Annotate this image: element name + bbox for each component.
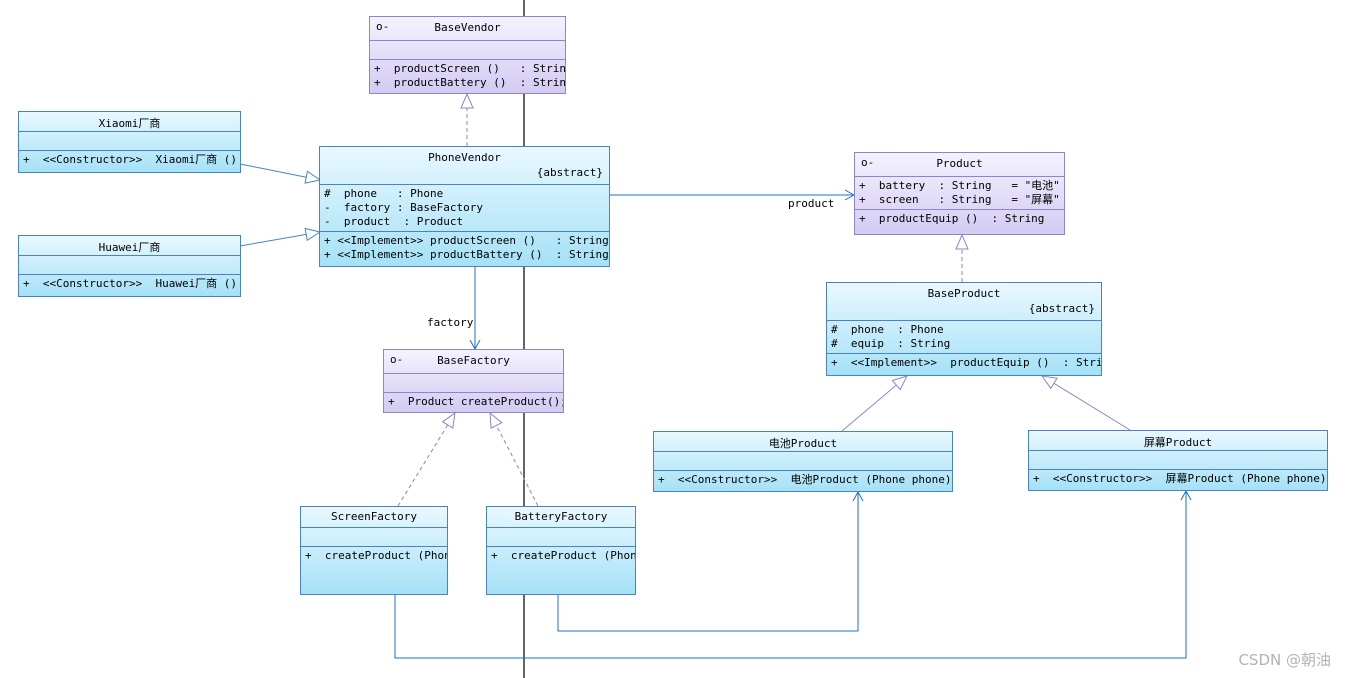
class-name: 电池Product [768,437,838,450]
operations-section: + Product createProduct(); [384,393,563,411]
class-huawei[interactable]: Huawei厂商 + <<Constructor>> Huawei厂商 () [18,235,241,297]
class-battery-product[interactable]: 电池Product + <<Constructor>> 电池Product (P… [653,431,953,492]
association-label-product: product [788,197,835,210]
class-name: BaseVendor [434,21,501,34]
operations-section: + productScreen () : String + productBat… [370,60,565,92]
class-name: 屏幕Product [1143,436,1213,449]
interface-icon: o- [861,156,875,169]
class-name: Xiaomi厂商 [98,117,161,130]
generalization-batteryproduct-baseproduct [841,376,907,432]
watermark: CSDN @朝油 [1238,651,1331,669]
operations-section: + <<Implement>> productScreen () : Strin… [320,232,609,264]
attributes-section [370,41,565,60]
operation: + Product createProduct(); [388,395,563,408]
operations-section: + productEquip () : String [855,210,1064,228]
attributes-section: # phone : Phone - factory : BaseFactory … [320,185,609,232]
attributes-section [1029,451,1327,470]
generalization-screenproduct-baseproduct [1042,376,1131,431]
attributes-section [19,132,240,151]
class-base-product[interactable]: BaseProduct {abstract} # phone : Phone #… [826,282,1102,376]
class-battery-factory[interactable]: BatteryFactory + createProduct (Phone [486,506,636,595]
realization-batteryfactory-basefactory [490,413,539,507]
class-name: BatteryFactory [514,510,608,523]
operations-section: + <<Constructor>> Huawei厂商 () [19,275,240,293]
operations-section: + createProduct (Phone [301,547,447,565]
attributes-section: + battery : String = "电池" + screen : Str… [855,177,1064,210]
realization-screenfactory-basefactory [397,413,455,507]
interface-icon: o- [390,353,404,366]
generalization-huawei-phonevendor [239,232,320,247]
attribute: # phone : Phone [831,323,944,336]
attribute: # equip : String [831,337,951,350]
class-name: BaseProduct [927,287,1001,300]
operations-section: + <<Constructor>> 屏幕Product (Phone phone… [1029,470,1327,488]
attributes-section: # phone : Phone # equip : String [827,321,1101,354]
operation: + createProduct (Phone [491,549,635,562]
operation: + createProduct (Phone [305,549,447,562]
operation: + <<Implement>> productEquip () : String [831,356,1101,369]
operation: + <<Implement>> productScreen () : Strin… [324,234,609,247]
class-xiaomi[interactable]: Xiaomi厂商 + <<Constructor>> Xiaomi厂商 () [18,111,241,173]
attribute: + screen : String = "屏幕" [859,193,1060,206]
class-phone-vendor[interactable]: PhoneVendor {abstract} # phone : Phone -… [319,146,610,267]
operation: + <<Constructor>> 电池Product (Phone phone… [658,473,952,486]
attributes-section [487,528,635,547]
operation: + <<Constructor>> 屏幕Product (Phone phone… [1033,472,1327,485]
attributes-section [19,256,240,275]
class-screen-product[interactable]: 屏幕Product + <<Constructor>> 屏幕Product (P… [1028,430,1328,491]
stereotype: {abstract} [536,166,603,179]
operations-section: + <<Constructor>> Xiaomi厂商 () [19,151,240,169]
attribute: + battery : String = "电池" [859,179,1060,192]
attributes-section [654,452,952,471]
attributes-section [301,528,447,547]
class-name: Product [936,157,983,170]
class-name: Huawei厂商 [98,241,161,254]
operation: + <<Implement>> productBattery () : Stri… [324,248,609,261]
dependency-batteryfactory-batteryproduct [557,490,864,632]
operation: + <<Constructor>> Xiaomi厂商 () [23,153,238,166]
attribute: # phone : Phone [324,187,444,200]
class-name: PhoneVendor [428,151,501,164]
attributes-section [384,374,563,393]
class-base-vendor[interactable]: o- BaseVendor + productScreen () : Strin… [369,16,566,94]
attribute: - product : Product [324,215,464,228]
operations-section: + createProduct (Phone [487,547,635,565]
operation: + productScreen () : String [374,62,565,75]
class-base-factory[interactable]: o- BaseFactory + Product createProduct()… [383,349,564,413]
operation: + productEquip () : String [859,212,1045,225]
class-screen-factory[interactable]: ScreenFactory + createProduct (Phone [300,506,448,595]
generalization-xiaomi-phonevendor [239,163,320,180]
interface-icon: o- [376,20,390,33]
class-name: ScreenFactory [330,510,418,523]
stereotype: {abstract} [1028,302,1095,315]
operation: + productBattery () : String [374,76,565,89]
association-label-factory: factory [427,316,474,329]
operations-section: + <<Implement>> productEquip () : String [827,354,1101,372]
class-name: BaseFactory [437,354,510,367]
dependency-screenfactory-screenproduct [394,489,1192,659]
operation: + <<Constructor>> Huawei厂商 () [23,277,238,290]
class-product[interactable]: o- Product + battery : String = "电池" + s… [854,152,1065,235]
attribute: - factory : BaseFactory [324,201,483,214]
operations-section: + <<Constructor>> 电池Product (Phone phone… [654,471,952,489]
